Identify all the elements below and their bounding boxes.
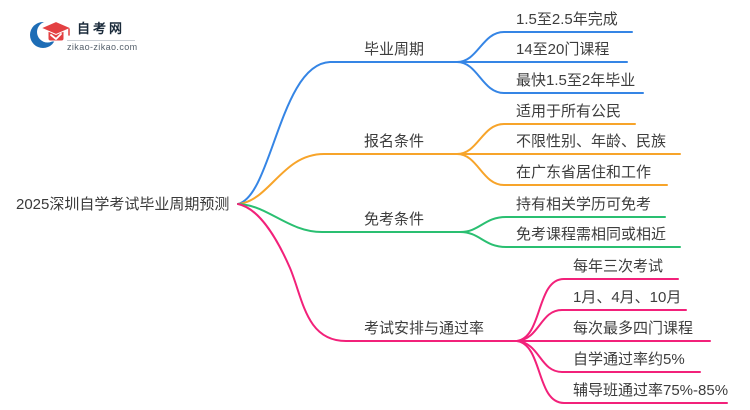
child-node: 1.5至2.5年完成	[516, 11, 618, 28]
child-node: 自学通过率约5%	[573, 351, 685, 368]
branch-connector	[237, 61, 458, 205]
root-node: 2025深圳自学考试毕业周期预测	[16, 196, 230, 213]
child-connector	[516, 340, 728, 404]
child-node: 14至20门课程	[516, 41, 610, 58]
child-connector	[456, 61, 644, 94]
child-connector	[516, 278, 679, 342]
logo-divider	[67, 40, 135, 41]
branch-node-graduation-cycle: 毕业周期	[364, 41, 425, 58]
child-node: 每年三次考试	[573, 258, 664, 275]
child-node: 适用于所有公民	[516, 103, 622, 120]
branch-node-exemption-conditions: 免考条件	[364, 211, 425, 228]
child-node: 持有相关学历可免考	[516, 196, 652, 213]
site-logo[interactable]: 自考网 zikao-zikao.com	[28, 16, 140, 56]
branch-connector	[237, 153, 458, 205]
branch-node-registration-conditions: 报名条件	[364, 133, 425, 150]
child-node: 在广东省居住和工作	[516, 164, 652, 181]
branch-connector	[237, 203, 518, 342]
child-node: 辅导班通过率75%-85%	[573, 382, 729, 399]
child-connector	[459, 231, 681, 248]
child-node: 免考课程需相同或相近	[516, 226, 667, 243]
branch-connector	[237, 203, 461, 233]
child-node: 最快1.5至2年毕业	[516, 72, 636, 89]
child-connector	[456, 123, 636, 155]
logo-title: 自考网	[77, 21, 126, 36]
branch-node-exam-schedule-pass-rate: 考试安排与通过率	[364, 320, 485, 337]
logo-domain-text: zikao-zikao.com	[67, 42, 138, 52]
child-connector	[456, 153, 668, 186]
graduation-cap-crescent-icon	[30, 20, 72, 48]
child-node: 不限性别、年龄、民族	[516, 133, 667, 150]
child-connector	[456, 31, 633, 63]
child-node: 1月、4月、10月	[573, 289, 682, 306]
child-node: 每次最多四门课程	[573, 320, 694, 337]
child-connector	[516, 309, 687, 342]
